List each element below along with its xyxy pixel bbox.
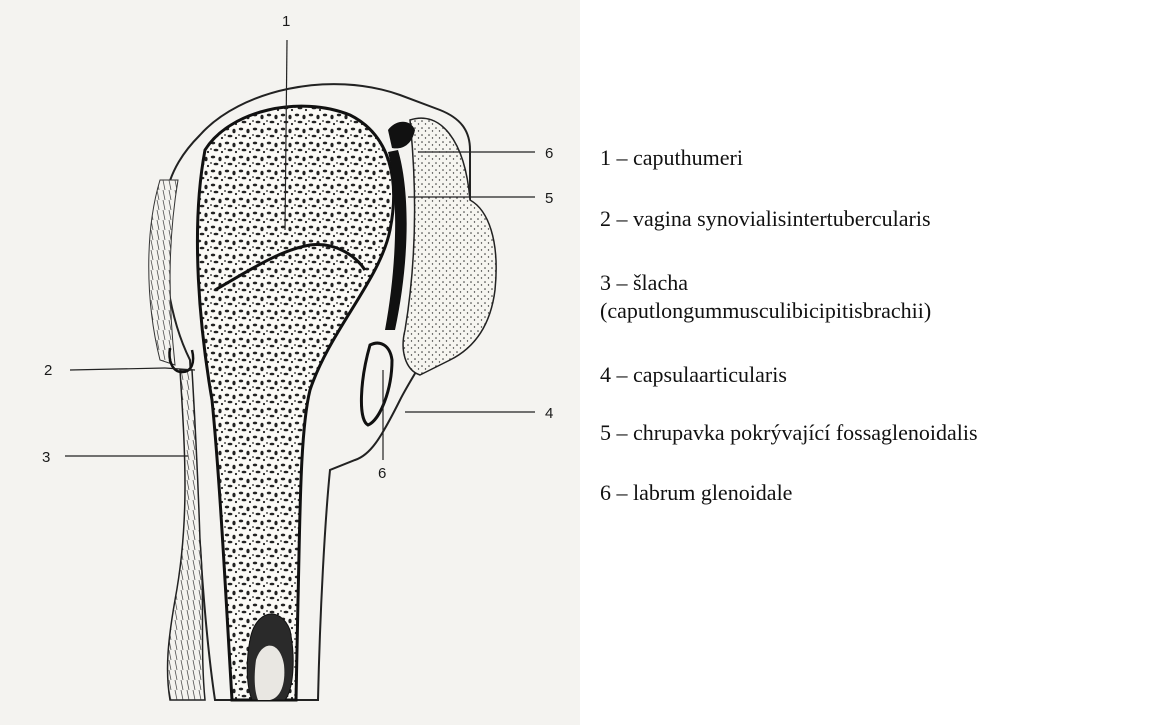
legend: 1 – caputhumeri 2 – vagina synovialisint…: [600, 0, 1152, 725]
humerus-section-illustration: 1 2 3 4 5 6 6: [0, 0, 580, 725]
callout-4: 4: [545, 405, 553, 422]
callout-3: 3: [42, 449, 50, 466]
legend-item-3: 3 – šlacha: [600, 270, 688, 296]
scapula-glenoid: [403, 118, 496, 375]
anatomy-drawing: 1 2 3 4 5 6 6: [0, 0, 580, 725]
labrum-top: [388, 122, 415, 149]
biceps-tendon: [168, 370, 205, 700]
callout-1: 1: [282, 13, 290, 30]
legend-item-3-continued: (caputlongummusculibicipitisbrachii): [600, 298, 931, 324]
legend-item-6: 6 – labrum glenoidale: [600, 480, 792, 506]
callout-6-bottom: 6: [378, 465, 386, 482]
callout-5: 5: [545, 190, 553, 207]
legend-item-4: 4 – capsulaarticularis: [600, 362, 787, 388]
legend-item-1: 1 – caputhumeri: [600, 145, 743, 171]
labrum-bottom: [361, 343, 392, 425]
callout-6-top: 6: [545, 145, 553, 162]
legend-item-5: 5 – chrupavka pokrývající fossaglenoidal…: [600, 420, 978, 446]
humerus-bone: [197, 106, 393, 700]
legend-item-2: 2 – vagina synovialisintertubercularis: [600, 206, 931, 232]
callout-2: 2: [44, 362, 52, 379]
left-soft-tissue: [149, 180, 178, 365]
